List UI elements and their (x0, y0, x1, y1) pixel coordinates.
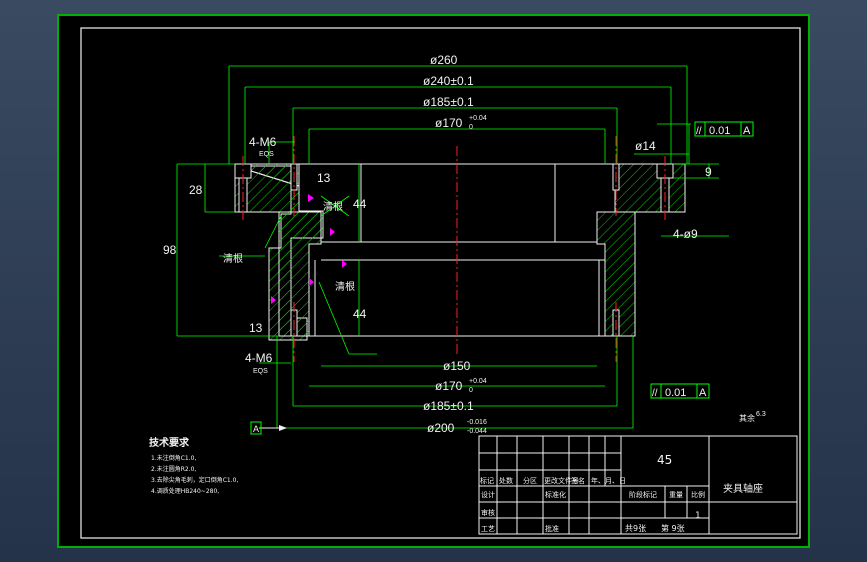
tech-note-line: 4.调质处理HB240~280, (151, 487, 219, 495)
tb-process: 工艺 (481, 525, 495, 533)
dim-d44-top: 44 (353, 197, 367, 211)
tb-scale: 比例 (691, 490, 705, 499)
tol-top-sym: // (696, 126, 702, 137)
tech-notes: 技术要求 1.未注倒角C1.0, 2.未注圆角R2.0, 3.去除尖角毛刺，定口… (149, 436, 238, 495)
dim-d200-tol-up: -0.016 (467, 419, 487, 426)
note-qinggen-3: 清根 (335, 280, 355, 293)
geo-tolerance-top (694, 121, 754, 137)
datum-marker (250, 421, 287, 435)
dim-d170-top-tol: +0.04 (469, 115, 487, 122)
tech-note-line: 2.未注圆角R2.0, (151, 465, 196, 473)
dim-d170-bot: ø170 (435, 379, 463, 393)
inner-frame (80, 27, 801, 539)
tol-top-value: 0.01 (709, 125, 730, 137)
tol-top-ref: A (743, 125, 751, 137)
tb-approve: 批准 (545, 524, 559, 533)
dim-d170-top-tol0: 0 (469, 124, 473, 131)
tb-mark: 标记 (480, 476, 494, 485)
center-lines (242, 136, 666, 362)
tech-notes-title: 技术要求 (149, 436, 190, 449)
dim-d14: ø14 (635, 139, 656, 153)
tb-standard: 标准化 (545, 490, 566, 499)
dim-d185-bot: ø185±0.1 (423, 399, 474, 413)
drawing-canvas (80, 27, 801, 539)
tol-mid-ref: A (699, 387, 707, 399)
tech-note-line: 3.去除尖角毛刺，定口倒角C1.0, (151, 476, 238, 484)
dim-eq-bot: EQS (253, 368, 268, 375)
drawing-sheet: ø260 ø240±0.1 ø185±0.1 ø170 +0.04 0 ø14 … (57, 14, 810, 548)
roughness-label: 其余 (739, 413, 755, 423)
note-qinggen-2: 清根 (323, 200, 343, 213)
roughness-value: 6.3 (756, 411, 766, 418)
tb-sheet-no: 第 9张 (661, 523, 685, 533)
tb-review: 审核 (481, 508, 495, 517)
dim-d9: 9 (705, 165, 712, 179)
tol-mid-sym: // (652, 388, 658, 399)
dim-eq-top: EQS (259, 151, 274, 158)
dim-4m6-top: 4-M6 (249, 135, 277, 149)
tb-sign: 签名 (571, 476, 585, 485)
dim-d13-bot: 13 (249, 321, 263, 335)
text-layer: ø260 ø240±0.1 ø185±0.1 ø170 +0.04 0 ø14 … (149, 53, 766, 533)
tol-mid-value: 0.01 (665, 387, 686, 399)
tb-zone: 分区 (523, 476, 537, 485)
tb-weight: 重量 (669, 491, 683, 499)
tb-change-doc: 更改文件号 (544, 476, 579, 485)
dim-d240: ø240±0.1 (423, 74, 474, 88)
dim-d44-bot: 44 (353, 307, 367, 321)
geo-tolerance-mid (650, 383, 710, 399)
note-qinggen-1: 清根 (223, 252, 243, 265)
dimension-lines (176, 65, 729, 429)
dim-d28: 28 (189, 183, 203, 197)
title-block-text: 45 夹具轴座 标记 处数 分区 更改文件号 签名 年、月、日 设计 标准化 阶… (480, 453, 763, 533)
dim-4x9: 4-ø9 (673, 227, 698, 241)
dim-d170-top: ø170 (435, 116, 463, 130)
dim-4m6-bot: 4-M6 (245, 351, 273, 365)
dim-d185-top: ø185±0.1 (423, 95, 474, 109)
tb-total-sheets: 共9张 (625, 524, 646, 533)
tb-stage-mark: 阶段标记 (629, 490, 657, 499)
tb-design: 设计 (481, 490, 495, 499)
datum-label: A (253, 424, 259, 434)
dim-d170-bot-tol0: 0 (469, 387, 473, 394)
tb-scale-val: 1 (695, 511, 701, 521)
dim-d13-top: 13 (317, 171, 331, 185)
material: 45 (657, 453, 672, 467)
dim-d260: ø260 (430, 53, 458, 67)
title-block (478, 435, 798, 535)
tech-note-line: 1.未注倒角C1.0, (151, 454, 196, 462)
part-name: 夹具轴座 (723, 482, 763, 495)
dim-d200: ø200 (427, 421, 455, 435)
tb-date: 年、月、日 (591, 476, 626, 485)
dim-d170-bot-tol: +0.04 (469, 378, 487, 385)
dim-d150: ø150 (443, 359, 471, 373)
dim-d200-tol-lo: -0.044 (467, 428, 487, 435)
surface-marks (271, 194, 347, 304)
tb-count: 处数 (499, 476, 513, 485)
dim-d98: 98 (163, 243, 177, 257)
